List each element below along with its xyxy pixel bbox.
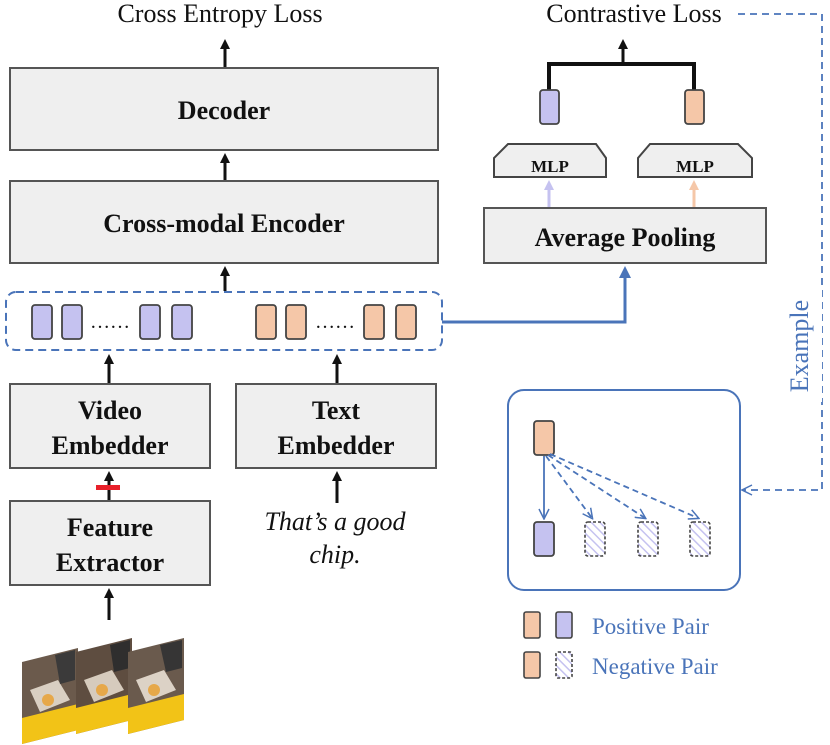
feature-extractor-box [9,500,211,586]
example-negative-video-token [689,521,711,557]
video-token [31,304,53,340]
video-token-ellipsis: …… [90,311,130,333]
stop-gradient-marker [96,485,120,490]
legend-negative-text-swatch [523,651,541,679]
legend-positive-text-swatch [523,611,541,639]
example-label-backdrop [786,290,822,402]
text-input-line2: chip. [309,540,360,569]
text-embedder-label-line1: Text [312,396,360,425]
text-token [395,304,417,340]
text-input-line1: That’s a good [264,507,406,536]
contrastive-loss-label: Contrastive Loss [546,0,722,28]
tokens-to-pooling-connector [442,266,631,324]
legend-positive-video-swatch [555,611,573,639]
video-frame [76,638,132,734]
pooled-video-token [539,89,560,125]
cross-modal-encoder-label: Cross-modal Encoder [103,209,344,238]
decoder-box [9,67,439,151]
feature-extractor-label-line1: Feature [67,513,153,542]
pair-connector [547,62,696,90]
video-token [171,304,193,340]
text-token [255,304,277,340]
mlp-left-label: MLP [531,157,569,176]
negative-pair-arrow [549,453,698,518]
video-frame [22,648,78,744]
mlp-right-label: MLP [676,157,714,176]
video-embedder-label-line2: Embedder [52,431,169,460]
video-embedder-label-line1: Video [78,396,142,425]
legend: Positive Pair Negative Pair [523,611,718,679]
token-sequence-container [5,291,443,351]
example-label: Example [785,300,814,392]
video-embedder-box [9,383,211,469]
legend-positive-pair-label: Positive Pair [592,614,709,639]
mlp-right-box [637,143,753,178]
text-token [285,304,307,340]
video-tokens [31,304,193,340]
video-frames-icon [22,638,184,744]
text-token-ellipsis: …… [315,311,355,333]
text-token [363,304,385,340]
decoder-label: Decoder [178,96,270,125]
example-negative-video-token [584,521,606,557]
text-tokens [255,304,417,340]
pooled-text-token [684,89,705,125]
example-positive-video-token [533,521,555,557]
cross-entropy-loss-label: Cross Entropy Loss [117,0,322,28]
legend-negative-video-swatch [555,651,573,679]
video-token [139,304,161,340]
example-negative-video-token [637,521,659,557]
negative-pair-arrow [545,455,592,518]
example-connector [738,13,823,490]
average-pooling-box [483,207,767,264]
average-pooling-label: Average Pooling [535,223,716,252]
video-token [61,304,83,340]
mlp-left-box [493,143,607,178]
example-anchor-text-token [533,420,555,456]
video-frame [128,638,184,734]
text-embedder-box [235,383,437,469]
text-embedder-label-line2: Embedder [278,431,395,460]
example-panel [507,389,741,591]
legend-negative-pair-label: Negative Pair [592,654,718,679]
feature-extractor-label-line2: Extractor [56,548,164,577]
cross-modal-encoder-box [9,180,439,264]
